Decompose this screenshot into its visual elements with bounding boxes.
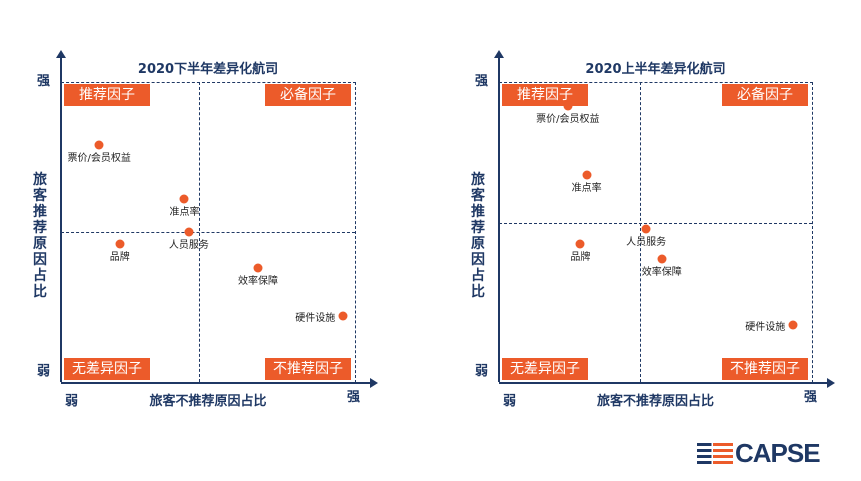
quadrant-top-right: 必备因子: [265, 84, 351, 106]
quadrant-bottom-right: 不推荐因子: [265, 358, 351, 380]
quadrant-bottom-left: 无差异因子: [64, 358, 150, 380]
y-tick-strong: 强: [37, 74, 51, 89]
data-point-label: 票价/会员权益: [536, 114, 600, 125]
data-point: [253, 263, 263, 273]
data-point: [641, 224, 651, 234]
data-point-label: 硬件设施: [295, 313, 336, 324]
x-tick-weak: 弱: [503, 394, 517, 409]
chart-title: 2020上半年差异化航司: [585, 62, 726, 77]
quadrant-top-right: 必备因子: [722, 84, 808, 106]
data-point: [563, 101, 573, 111]
plot-border: [499, 82, 813, 383]
data-point-label: 品牌: [570, 252, 591, 263]
y-tick-strong: 强: [475, 74, 489, 89]
data-point-label: 硬件设施: [745, 322, 786, 333]
x-axis-label: 旅客不推荐原因占比: [596, 394, 715, 409]
logo-bars-icon: [697, 443, 733, 464]
x-axis: [61, 378, 378, 388]
quadrant-bottom-right: 不推荐因子: [722, 358, 808, 380]
data-point-label: 品牌: [109, 252, 130, 263]
quadrant-top-left: 推荐因子: [64, 84, 150, 106]
data-point: [657, 254, 667, 264]
y-axis: [494, 50, 504, 382]
data-point: [788, 320, 798, 330]
x-tick-weak: 弱: [65, 394, 79, 409]
data-point: [115, 239, 125, 249]
x-tick-strong: 强: [804, 390, 818, 405]
divider-horizontal: [499, 223, 812, 224]
x-axis: [499, 378, 835, 388]
divider-horizontal: [61, 232, 355, 233]
x-axis-label: 旅客不推荐原因占比: [149, 394, 267, 409]
y-tick-weak: 弱: [475, 364, 489, 379]
data-point: [94, 140, 104, 150]
data-point: [338, 311, 348, 321]
data-point-label: 人员服务: [626, 237, 667, 248]
y-axis-label: 旅客推荐原因占比: [33, 172, 47, 300]
data-point-label: 准点率: [571, 183, 602, 194]
y-axis: [56, 50, 66, 382]
x-tick-strong: 强: [347, 390, 361, 405]
data-point: [575, 239, 585, 249]
data-point-label: 准点率: [169, 207, 200, 218]
plot-border: [61, 82, 356, 383]
chart-title: 2020下半年差异化航司: [137, 62, 279, 77]
logo-text: CAPSE: [735, 438, 821, 468]
quadrant-bottom-left: 无差异因子: [502, 358, 588, 380]
data-point: [179, 194, 189, 204]
quadrant-top-left: 推荐因子: [502, 84, 588, 106]
data-point: [184, 227, 194, 237]
y-tick-weak: 弱: [37, 364, 51, 379]
divider-vertical: [639, 82, 641, 382]
data-point-label: 效率保障: [237, 276, 278, 287]
capse-logo: CAPSE: [697, 438, 821, 469]
data-point-label: 票价/会员权益: [67, 153, 131, 164]
y-axis-label: 旅客推荐原因占比: [471, 172, 485, 300]
data-point-label: 人员服务: [168, 240, 209, 251]
data-point: [582, 170, 592, 180]
data-point-label: 效率保障: [641, 267, 682, 278]
